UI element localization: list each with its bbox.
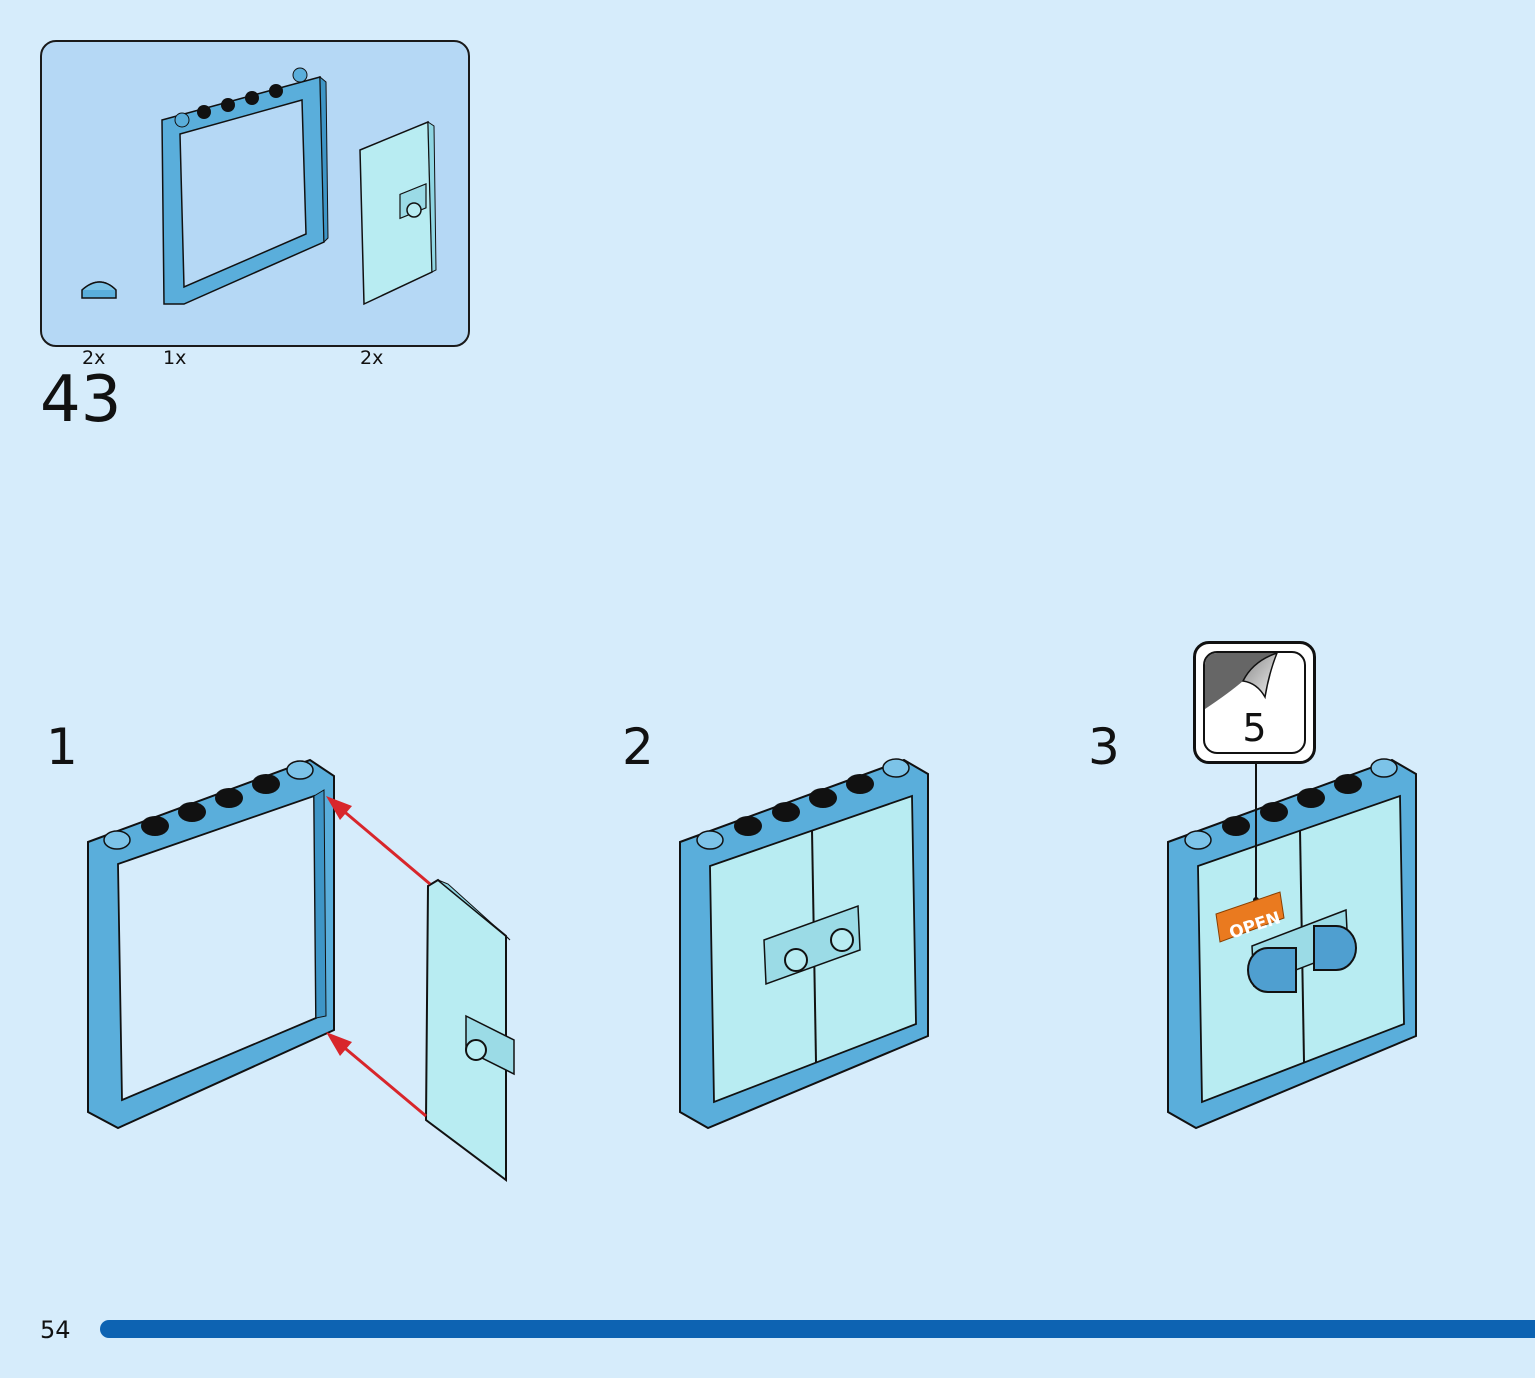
open-sticker: OPEN	[1215, 764, 1285, 943]
substep-label-1: 1	[46, 718, 78, 776]
open-sticker-text: OPEN	[1227, 908, 1283, 943]
substep-label-3: 3	[1088, 718, 1120, 776]
substep-1-frame	[87, 758, 335, 1130]
sticker-number: 5	[1242, 706, 1267, 750]
part-qty-3: 2x	[360, 347, 384, 369]
substep-label-2: 2	[622, 718, 654, 776]
parts-list-box: 2x 1x 2x	[40, 40, 470, 369]
substep-1-arrows	[326, 796, 431, 1118]
step-number: 43	[40, 363, 122, 437]
substep-3-frame	[1167, 758, 1417, 1130]
substep-2-frame	[679, 758, 929, 1130]
window-frame-part	[161, 67, 329, 305]
parts-illustration	[81, 67, 437, 306]
sticker-icon: 5	[1203, 651, 1306, 754]
substep-1-door	[424, 878, 515, 1182]
part-qty-2: 1x	[163, 347, 187, 369]
tile-round-half-part	[81, 281, 117, 299]
glass-door-part	[359, 120, 437, 306]
page-number: 54	[40, 1316, 71, 1344]
part-qty-1: 2x	[82, 347, 106, 369]
progress-bar	[100, 1320, 1535, 1338]
sticker-callout: 5	[1193, 641, 1316, 764]
